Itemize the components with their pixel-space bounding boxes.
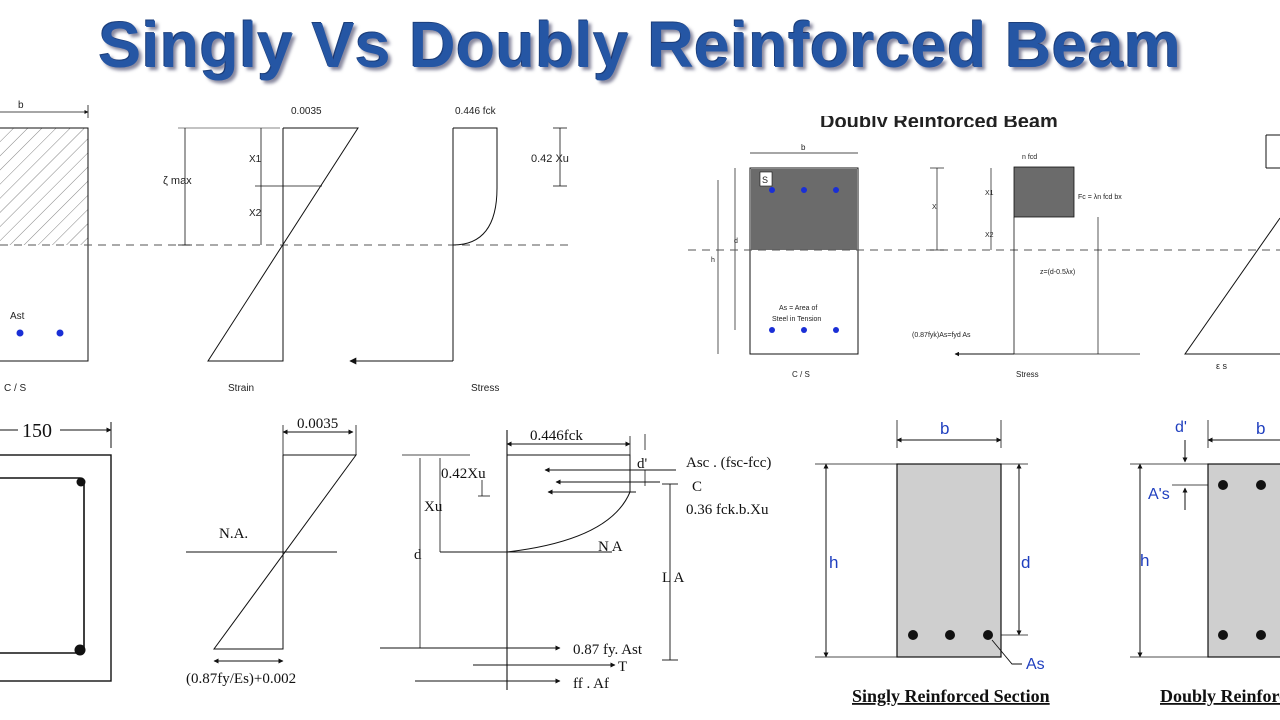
rebar-dot [16, 329, 24, 337]
dim-b-label: b [18, 100, 24, 111]
n-fcd-label: n fcd [1022, 154, 1037, 161]
strain-diagram [1184, 217, 1280, 355]
x2-label: X2 [985, 232, 994, 239]
strain-top-label: 0.0035 [297, 416, 338, 432]
as-label-2: Steel in Tension [772, 316, 821, 323]
asprime-label: A's [1148, 486, 1170, 503]
rebar-dot [833, 187, 839, 193]
cs-label: C / S [4, 383, 27, 394]
dim-h-label: h [711, 257, 715, 264]
bottom-right-diagram: b h d As Singly Reinforced Section b d' … [815, 419, 1280, 706]
rebar-dot [908, 630, 918, 640]
outer-section [0, 454, 112, 682]
rebar-dot [833, 327, 839, 333]
rebar-dot [769, 327, 775, 333]
fc-label: Fc = λn fcd bx [1078, 194, 1122, 201]
stress-block [1013, 166, 1075, 218]
rebar-dot [74, 644, 86, 656]
strain-bottom-label: (0.87fy/Es)+0.002 [186, 671, 296, 687]
xu-042-label: 0.42 Xu [531, 153, 569, 165]
rebar-dot [769, 187, 775, 193]
as-label-1: As = Area of [779, 305, 817, 312]
asc-label: Asc . (fsc-fcc) [686, 455, 771, 471]
b1-label: b [940, 419, 949, 438]
xu042-label: 0.42Xu [441, 466, 486, 482]
dim-d-label: d [734, 238, 738, 245]
x1-label: X1 [249, 154, 262, 165]
top-left-diagram: b Ast C / S ζ max X1 X2 0.0035 Strain 0.… [0, 100, 570, 394]
top-right-diagram: Doubly Reinforced Beam b S As = Area of … [688, 111, 1280, 379]
rebar-dot [801, 327, 807, 333]
h1-label: h [829, 553, 838, 572]
doubly-caption: Doubly Reinforced Section [1160, 686, 1280, 706]
na2-label: N A [598, 539, 623, 555]
rebar-dot [801, 187, 807, 193]
stress-block [452, 127, 498, 246]
stress-label: Stress [471, 383, 499, 394]
dim-150-label: 150 [22, 420, 52, 442]
stress-top-label: 0.446fck [530, 428, 583, 444]
h2-label: h [1140, 551, 1149, 570]
rebar-dot [1218, 480, 1228, 490]
dim-b-label: b [801, 143, 806, 152]
rebar-dot [1218, 630, 1228, 640]
rebar-dot [76, 477, 86, 487]
t-label: T [618, 659, 627, 675]
z-label: z=(d-0.5λx) [1040, 269, 1075, 276]
rebar-dot [983, 630, 993, 640]
stirrup [0, 477, 85, 648]
rebar-dot [1256, 480, 1266, 490]
eps-label: ε s [1216, 361, 1228, 371]
dprime-label: d' [1175, 419, 1187, 436]
rebar-dot [1256, 630, 1266, 640]
stress-top-label: 0.446 fck [455, 106, 497, 117]
rebar-dot [56, 329, 64, 337]
dprime-label: d' [637, 456, 648, 472]
stress-label: Stress [1016, 370, 1039, 379]
zeta-max-label: ζ max [163, 175, 192, 187]
na1-label: N.A. [219, 526, 248, 542]
bottom-left-diagram: 150 0.0035 N.A. (0.87fy/Es)+0.002 0.446f… [0, 416, 771, 692]
main-title: Singly Vs Doubly Reinforced Beam [98, 9, 1182, 81]
singly-section [896, 463, 1002, 658]
cs-label: C / S [792, 370, 810, 379]
c-value-label: 0.36 fck.b.Xu [686, 502, 769, 518]
x2-label: X2 [249, 208, 262, 219]
af-label: ff . Af [573, 676, 609, 692]
doubly-section [1207, 463, 1280, 658]
la-label: L A [662, 570, 685, 586]
xu-label: Xu [424, 499, 443, 515]
strain-top-label: 0.0035 [291, 106, 322, 117]
rebar-dot [945, 630, 955, 640]
c-label: C [692, 479, 702, 495]
as-label: As [1026, 656, 1045, 673]
d-label: d [414, 547, 422, 563]
strain-diagram [207, 127, 359, 362]
d1-label: d [1021, 553, 1030, 572]
t-value-label: 0.87 fy. Ast [573, 642, 643, 658]
strain-label: Strain [228, 383, 254, 394]
singly-caption: Singly Reinforced Section [852, 686, 1050, 706]
b2-label: b [1256, 419, 1265, 438]
ft-label: (0.87fyk)As=fyd As [912, 332, 971, 339]
ast-label: Ast [10, 311, 25, 322]
x1-label: X1 [985, 190, 994, 197]
bar-label: S [762, 175, 768, 185]
strain-diagram [213, 454, 357, 650]
compression-hatch [0, 128, 88, 245]
x-label: X [932, 204, 937, 211]
doubly-heading-fragment: Doubly Reinforced Beam [820, 111, 1058, 133]
